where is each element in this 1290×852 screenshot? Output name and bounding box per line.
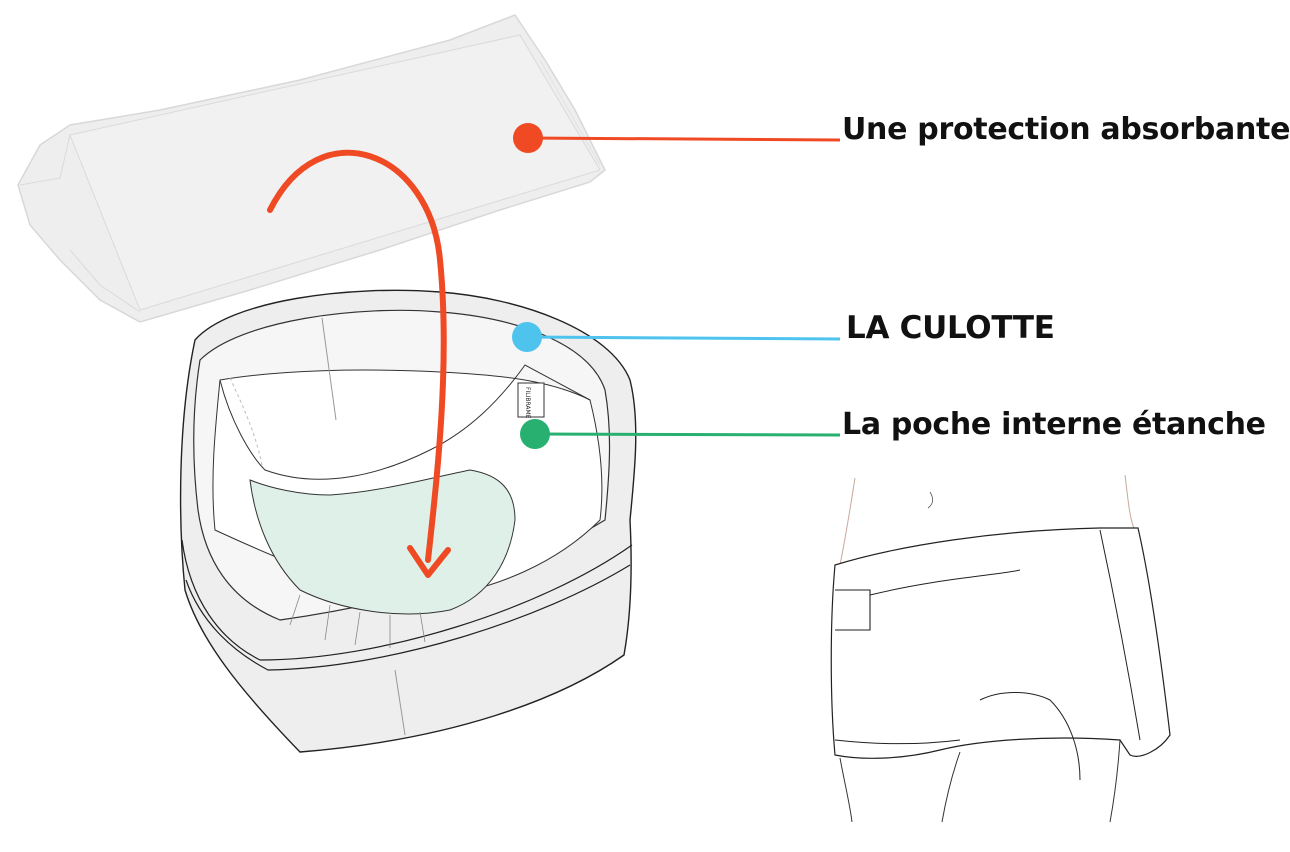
callout-pocket-marker [520,419,841,449]
callout-label-absorbent: Une protection absorbante [842,112,1290,147]
worn-briefs-sketch [830,474,1171,823]
callout-label-pocket: La poche interne étanche [842,407,1266,442]
brand-tag: FILIBRAME [517,382,545,419]
absorbent-pad [17,14,606,323]
callout-label-culotte: LA CULOTTE [846,310,1055,346]
insertion-arrow [267,149,451,578]
culotte-illustration [179,289,637,753]
callout-absorbent-marker [513,123,841,153]
brand-tag-text: FILIBRAME [524,387,531,419]
callout-culotte-marker [512,322,841,352]
